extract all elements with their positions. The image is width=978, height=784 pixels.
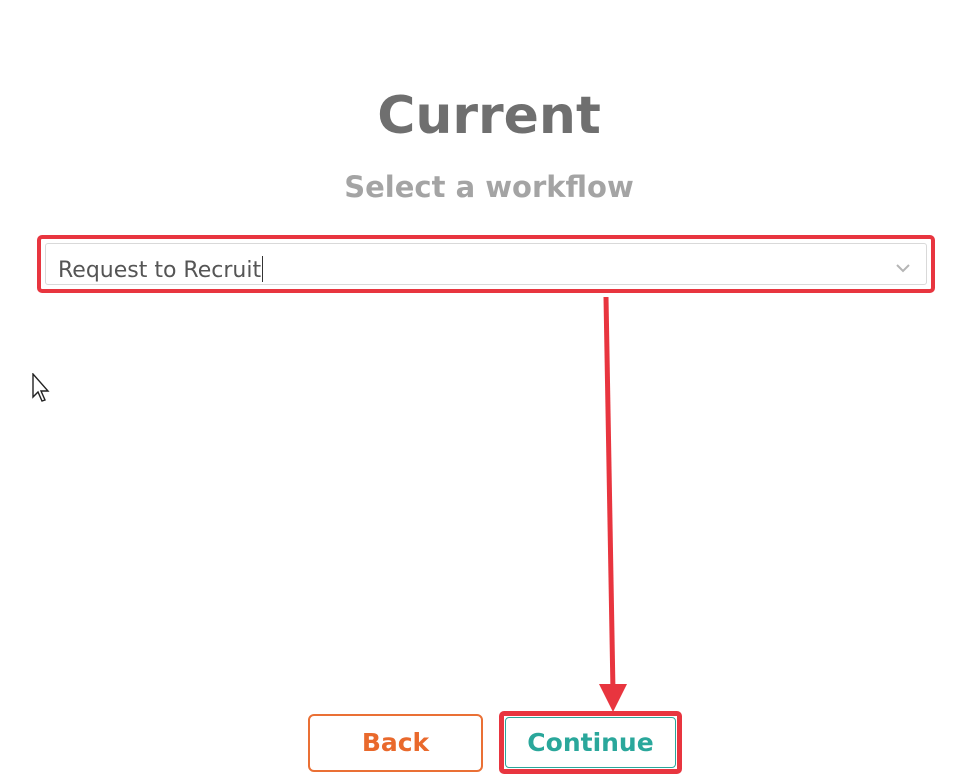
chevron-down-icon[interactable] bbox=[894, 259, 912, 277]
page-title: Current bbox=[377, 86, 601, 146]
page-subtitle: Select a workflow bbox=[344, 170, 634, 204]
continue-button[interactable]: Continue bbox=[505, 717, 676, 768]
text-caret bbox=[262, 256, 264, 282]
workflow-select-value: Request to Recruit bbox=[58, 258, 262, 283]
workflow-select[interactable]: Request to Recruit bbox=[45, 243, 927, 285]
back-button[interactable]: Back bbox=[308, 714, 483, 772]
continue-button-highlight bbox=[499, 711, 682, 774]
workflow-select-highlight: Request to Recruit bbox=[37, 235, 935, 293]
mouse-pointer-icon bbox=[32, 373, 50, 402]
